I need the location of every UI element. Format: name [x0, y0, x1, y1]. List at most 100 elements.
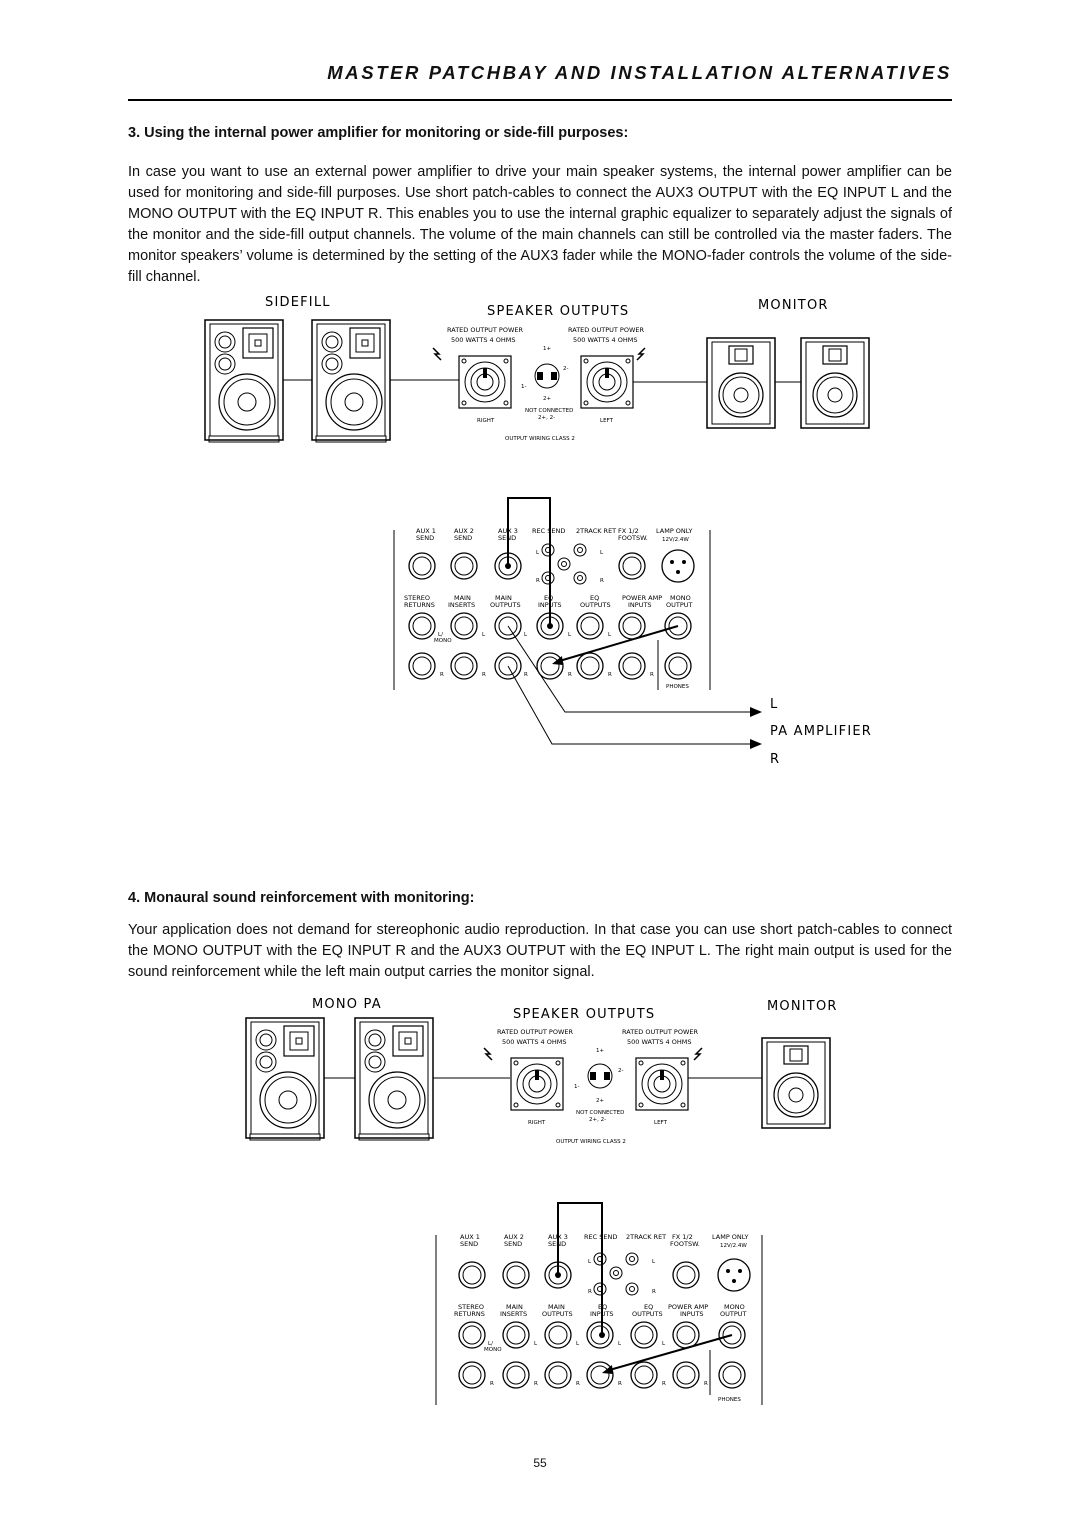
svg-text:OUTPUT: OUTPUT [666, 601, 693, 609]
svg-text:2+: 2+ [543, 396, 551, 402]
svg-text:LAMP ONLY: LAMP ONLY [712, 1233, 749, 1241]
sidefill-speaker-1 [204, 319, 284, 443]
monitor-label: MONITOR [758, 298, 829, 313]
svg-text:MONO: MONO [484, 1347, 502, 1353]
svg-text:2TRACK RET: 2TRACK RET [576, 527, 616, 535]
svg-text:500 WATTS 4 OHMS: 500 WATTS 4 OHMS [627, 1038, 691, 1046]
sidefill-speaker-2 [311, 319, 391, 443]
svg-text:INPUTS: INPUTS [680, 1310, 704, 1318]
svg-text:OUTPUT: OUTPUT [720, 1310, 747, 1318]
svg-text:L: L [618, 1341, 622, 1347]
svg-text:L: L [576, 1341, 580, 1347]
monitor-speaker-3 [761, 1037, 831, 1129]
section-3-body: In case you want to use an external powe… [128, 164, 952, 285]
svg-text:RETURNS: RETURNS [454, 1310, 485, 1318]
svg-text:EQ: EQ [590, 594, 599, 602]
mono-pa-speaker-2 [354, 1017, 434, 1141]
svg-text:SEND: SEND [416, 534, 434, 542]
lightning-icon [693, 1047, 703, 1061]
svg-text:R: R [600, 578, 604, 584]
svg-text:R: R [650, 672, 654, 678]
sidefill-monitor-diagram: SIDEFILL SPEAKER OUTPUTS MONITOR RATED O… [204, 295, 870, 443]
svg-text:INPUTS: INPUTS [628, 601, 652, 609]
speaker-outputs-label: SPEAKER OUTPUTS [487, 304, 629, 319]
svg-text:12V/2.4W: 12V/2.4W [720, 1243, 747, 1249]
page-number: 55 [533, 1456, 547, 1470]
rated-power-left: RATED OUTPUT POWER [568, 326, 644, 334]
header-divider [128, 99, 952, 101]
svg-text:12V/2.4W: 12V/2.4W [662, 537, 689, 543]
svg-text:R: R [588, 1289, 592, 1295]
svg-text:FX 1/2: FX 1/2 [672, 1233, 693, 1241]
svg-text:OUTPUTS: OUTPUTS [580, 601, 611, 609]
svg-text:R: R [490, 1381, 494, 1387]
svg-text:L: L [600, 550, 604, 556]
svg-text:FOOTSW.: FOOTSW. [670, 1240, 700, 1248]
svg-text:1+: 1+ [543, 346, 551, 352]
svg-text:R: R [482, 672, 486, 678]
patch-cable-mono [555, 625, 679, 663]
svg-text:L: L [662, 1341, 666, 1347]
svg-text:POWER AMP: POWER AMP [622, 594, 662, 602]
svg-text:R: R [618, 1381, 622, 1387]
section-3-heading: 3. Using the internal power amplifier fo… [128, 125, 629, 141]
section-4-body: Your application does not demand for ste… [128, 922, 952, 980]
svg-text:NOT CONNECTED: NOT CONNECTED [525, 408, 573, 414]
pa-amplifier-label: PA AMPLIFIER [770, 724, 872, 739]
lightning-icon [432, 347, 442, 361]
svg-text:REC SEND: REC SEND [532, 527, 565, 535]
svg-text:L/: L/ [438, 632, 443, 638]
speakon-right [458, 355, 512, 409]
svg-text:MAIN: MAIN [548, 1303, 565, 1311]
svg-text:POWER AMP: POWER AMP [668, 1303, 708, 1311]
svg-text:2TRACK RET: 2TRACK RET [626, 1233, 666, 1241]
svg-text:LEFT: LEFT [654, 1120, 668, 1126]
xlr-lamp-socket-2 [717, 1258, 751, 1292]
svg-text:PHONES: PHONES [666, 684, 689, 690]
svg-text:OUTPUTS: OUTPUTS [632, 1310, 663, 1318]
svg-text:R: R [576, 1381, 580, 1387]
svg-text:R: R [534, 1381, 538, 1387]
svg-text:RIGHT: RIGHT [477, 418, 495, 424]
svg-text:MAIN: MAIN [495, 594, 512, 602]
svg-text:R: R [568, 672, 572, 678]
pa-r-label: R [770, 752, 780, 767]
pa-l-label: L [770, 697, 778, 712]
svg-text:LAMP ONLY: LAMP ONLY [656, 527, 693, 535]
speakon-right-2 [510, 1057, 564, 1111]
svg-text:RIGHT: RIGHT [528, 1120, 546, 1126]
pin-diagram [534, 363, 560, 389]
svg-text:2-: 2- [618, 1068, 623, 1074]
lightning-icon [636, 347, 646, 361]
patch-cable-aux3 [507, 497, 551, 626]
svg-text:L: L [652, 1259, 656, 1265]
monitor-speaker-2 [800, 337, 870, 429]
svg-text:2-: 2- [563, 366, 568, 372]
svg-text:R: R [662, 1381, 666, 1387]
rated-power-right: RATED OUTPUT POWER [447, 326, 523, 334]
patch-cable-aux3-2 [557, 1202, 603, 1335]
svg-text:2+, 2-: 2+, 2- [538, 415, 555, 421]
svg-text:MAIN: MAIN [454, 594, 471, 602]
svg-text:OUTPUTS: OUTPUTS [490, 601, 521, 609]
svg-text:R: R [704, 1381, 708, 1387]
svg-text:OUTPUT WIRING CLASS 2: OUTPUT WIRING CLASS 2 [505, 436, 575, 442]
svg-text:R: R [608, 672, 612, 678]
svg-text:AUX 1: AUX 1 [460, 1233, 480, 1241]
monitor-speaker-1 [706, 337, 776, 429]
svg-text:L: L [536, 550, 540, 556]
svg-text:RATED OUTPUT POWER: RATED OUTPUT POWER [622, 1028, 698, 1036]
svg-text:SEND: SEND [504, 1240, 522, 1248]
patch-cable-mono-2 [605, 1334, 733, 1372]
svg-text:OUTPUTS: OUTPUTS [542, 1310, 573, 1318]
svg-text:1-: 1- [521, 384, 526, 390]
svg-text:REC SEND: REC SEND [584, 1233, 617, 1241]
speakon-left [580, 355, 634, 409]
svg-text:MONO: MONO [724, 1303, 745, 1311]
svg-text:1+: 1+ [596, 1048, 604, 1054]
svg-text:R: R [524, 672, 528, 678]
svg-text:STEREO: STEREO [404, 594, 430, 602]
watts-right: 500 WATTS 4 OHMS [451, 336, 515, 344]
